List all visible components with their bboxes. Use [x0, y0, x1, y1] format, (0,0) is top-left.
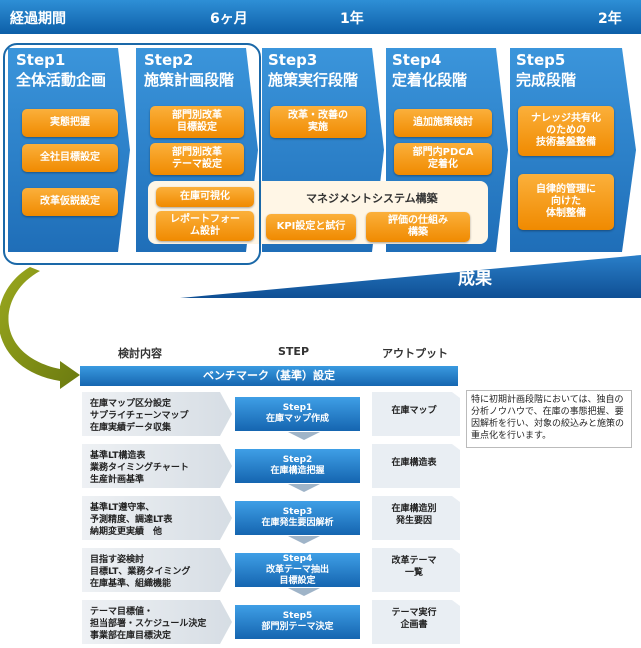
row3-output: 在庫構造別 発生要因: [391, 504, 437, 526]
step2-item-3: 在庫可視化: [156, 187, 254, 207]
step3-item-1: 改革・改善の 実施: [270, 106, 366, 138]
timeline-6months: 6ヶ月: [210, 11, 248, 27]
management-system-title: マネジメントシステム構築: [306, 192, 438, 205]
initial-phase-highlight: [3, 43, 261, 265]
step3-item-2: KPI設定と試行: [266, 214, 356, 240]
row5-content: テーマ目標値・ 担当部署・スケジュール決定 事業部在庫目標決定: [90, 607, 207, 641]
header-output: アウトプット: [382, 347, 448, 360]
row2-content: 基準LT構造表 業務タイミングチャート 生産計画基準: [90, 451, 189, 485]
detail-backgrounds: [82, 392, 460, 644]
curved-arrow-icon: [0, 267, 80, 389]
row2-output: 在庫構造表: [391, 458, 437, 468]
timeline-1year: 1年: [340, 11, 364, 27]
step1-item-1: 実態把握: [22, 109, 118, 137]
timeline-2years: 2年: [598, 11, 622, 27]
step2-item-2: 部門別改革 テーマ設定: [150, 143, 244, 175]
row1-content: 在庫マップ区分設定 サプライチェーンマップ 在庫実績データ収集: [90, 399, 189, 433]
note-box: 特に初期計画段階においては、独自の分析ノウハウで、在庫の事態把握、要因解析を行い…: [466, 390, 632, 448]
step2-item-1: 部門別改革 目標設定: [150, 106, 244, 138]
header-content: 検討内容: [118, 347, 162, 360]
benchmark-bar: ベンチマーク（基準）設定: [80, 366, 458, 386]
timeline-label: 経過期間: [10, 11, 66, 27]
result-ramp: [180, 255, 641, 298]
header-step: STEP: [278, 345, 310, 358]
step2-item-4: レポートフォー ム設計: [156, 211, 254, 241]
result-label: 成果: [458, 269, 492, 289]
step1-item-3: 改革仮説設定: [22, 188, 118, 216]
step1-item-2: 全社目標設定: [22, 144, 118, 172]
timeline-bar: 経過期間 6ヶ月 1年 2年: [0, 0, 641, 34]
row4-content: 目指す姿検討 目標LT、業務タイミング 在庫基準、組織機能: [90, 555, 191, 589]
row1-output: 在庫マップ: [391, 406, 437, 416]
row4-output: 改革テーマ 一覧: [391, 556, 437, 578]
step4-item-3: 評価の仕組み 構築: [366, 212, 470, 242]
row5-output: テーマ実行 企画書: [391, 608, 437, 630]
step4-item-2: 部門内PDCA 定着化: [394, 143, 492, 175]
step5-item-1: ナレッジ共有化 のための 技術基盤整備: [518, 106, 614, 156]
step5-item-2: 自律的管理に 向けた 体制整備: [518, 174, 614, 230]
step4-item-1: 追加施策検討: [394, 109, 492, 137]
row3-content: 基準LT遵守率、 予測精度、調達LT表 納期変更実績 他: [90, 503, 173, 537]
